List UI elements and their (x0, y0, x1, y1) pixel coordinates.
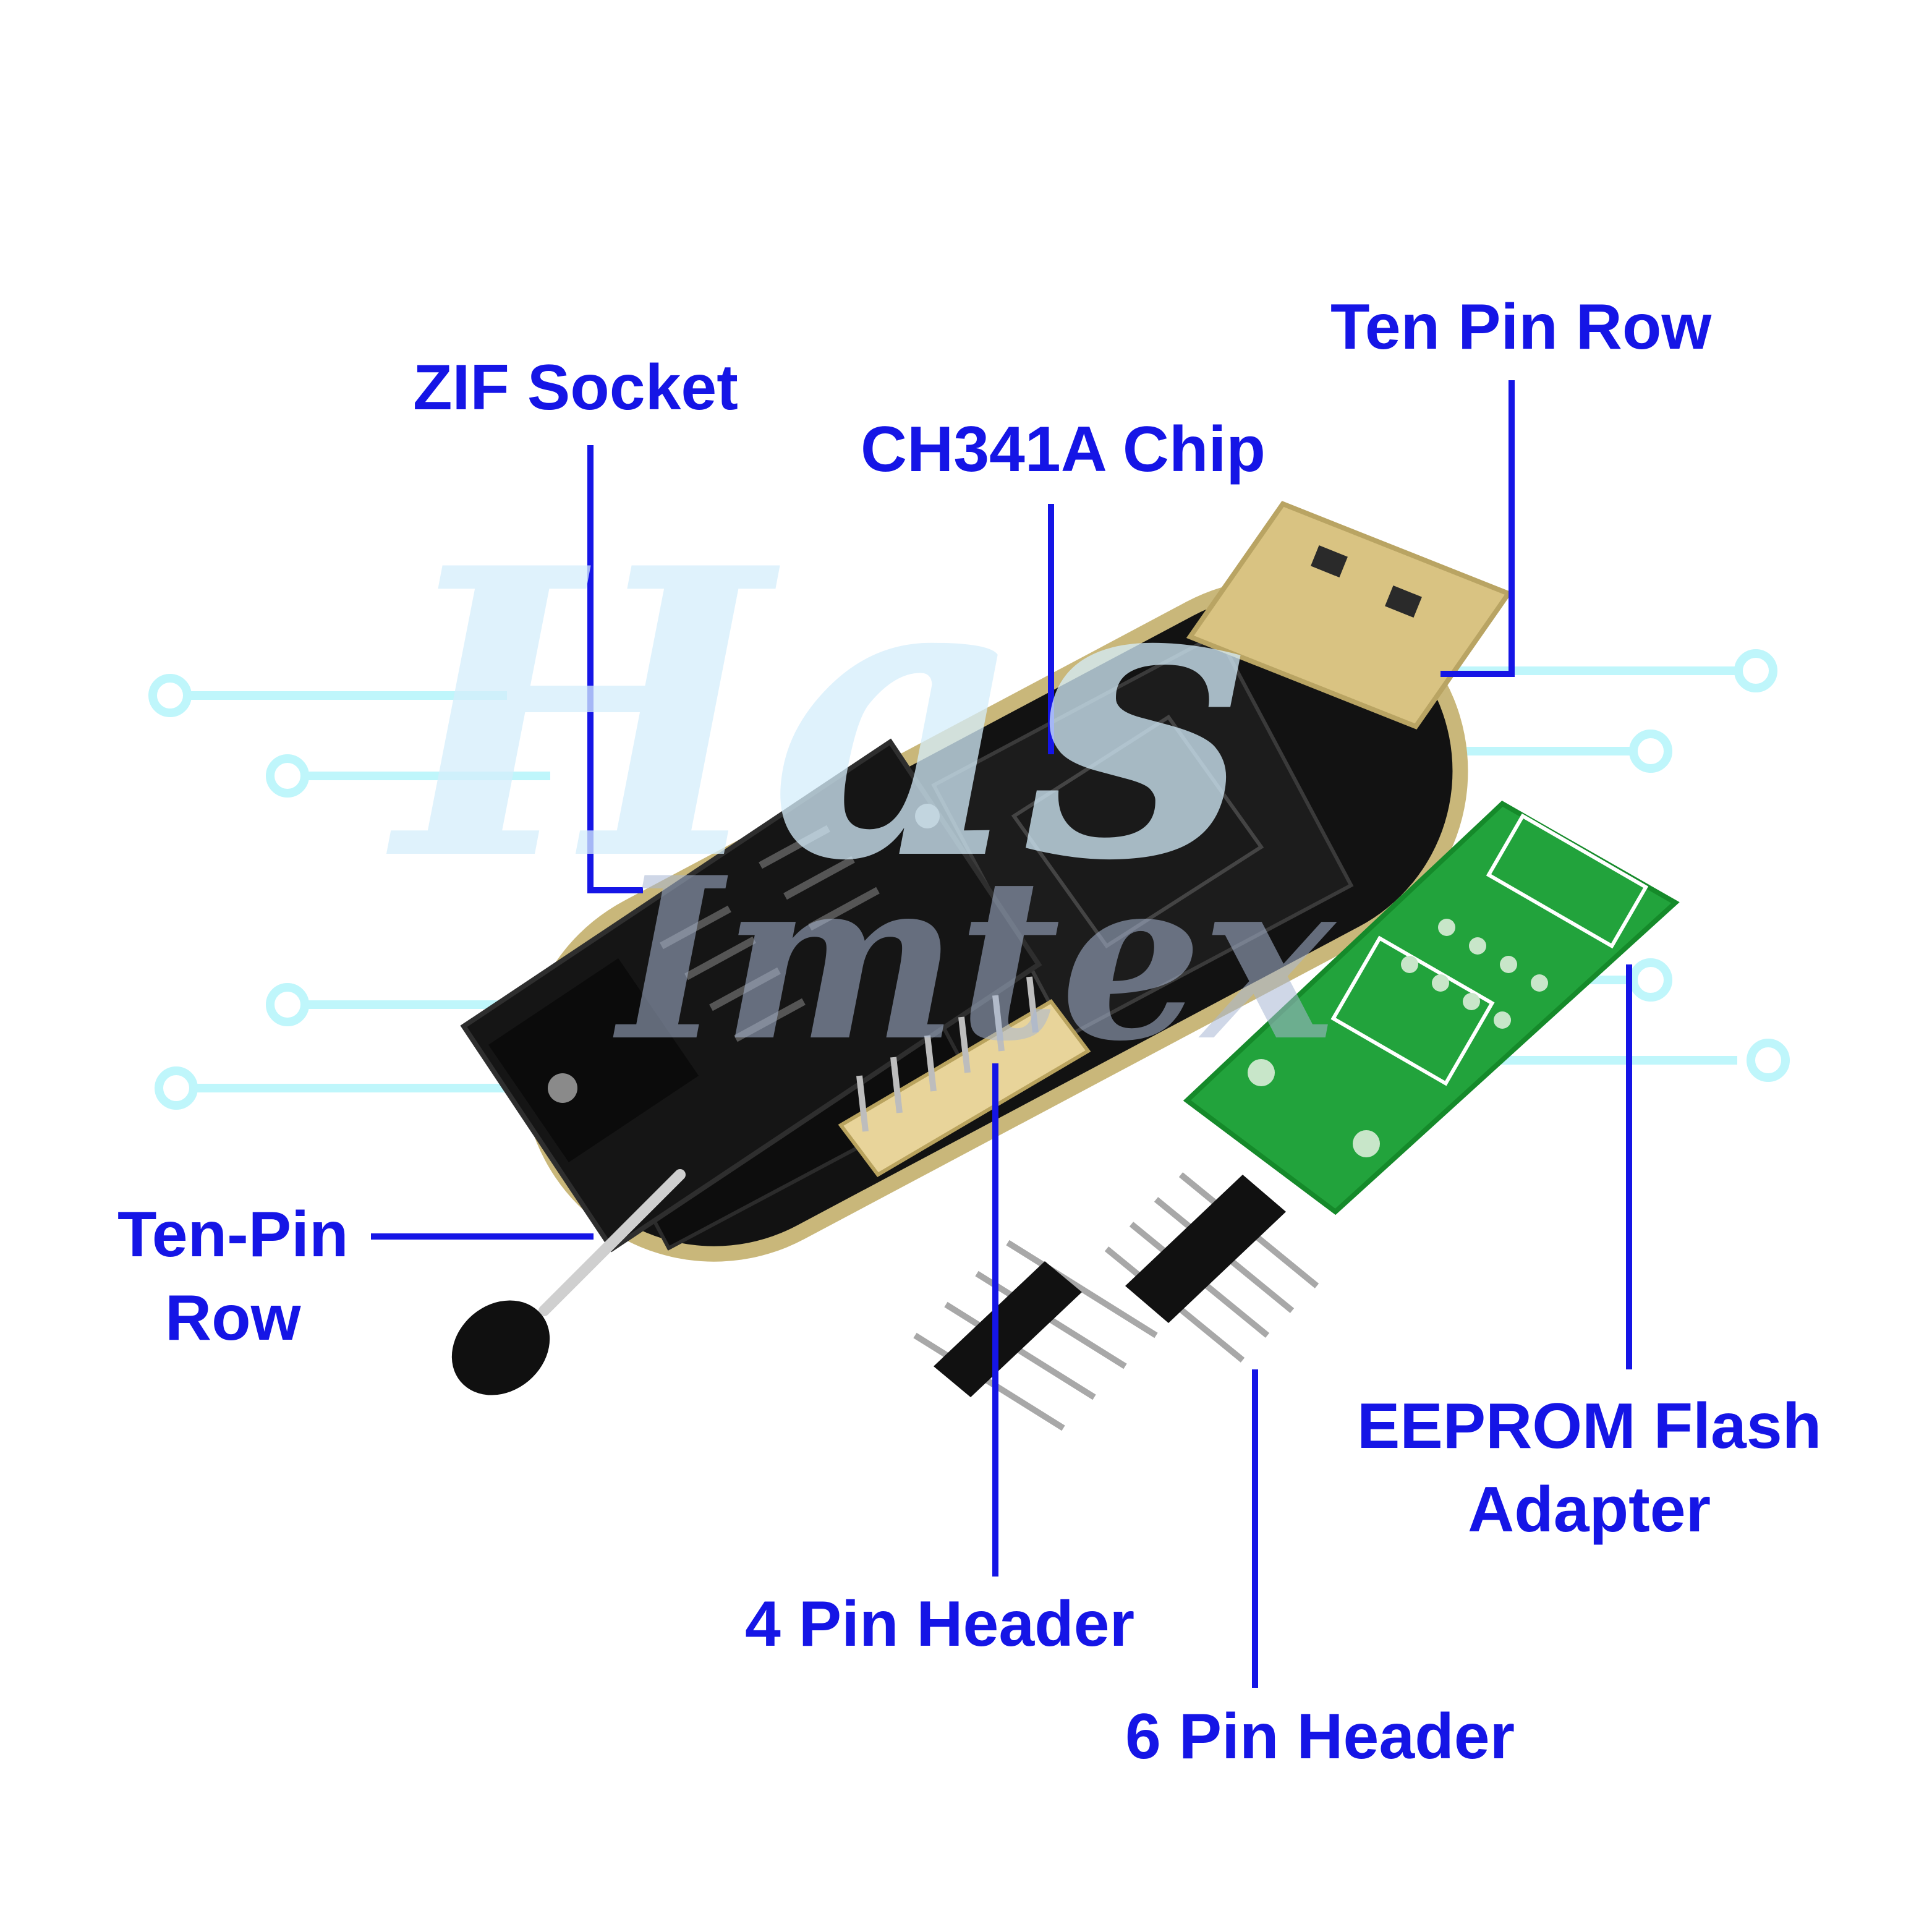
leader-ten-pin-row-top (1440, 380, 1515, 677)
label-ten-pin-row-top: Ten Pin Row (1330, 291, 1712, 363)
label-ten-pin-row-left: Ten-Pin Row (117, 1193, 349, 1360)
zif-lever (451, 1169, 686, 1395)
label-ten-pin-row-left-line2: Row (165, 1282, 301, 1355)
label-eeprom-adapter-line1: EEPROM Flash (1357, 1390, 1822, 1462)
label-eeprom-adapter: EEPROM Flash Adapter (1357, 1385, 1821, 1552)
label-ch341a-chip: CH341A Chip (861, 414, 1266, 485)
label-eeprom-adapter-line2: Adapter (1468, 1474, 1711, 1546)
ch341a-chip (1011, 714, 1264, 949)
label-ten-pin-row-left-line1: Ten-Pin (117, 1199, 349, 1270)
leader-zif-socket (587, 445, 643, 893)
zif-socket (460, 738, 1042, 1253)
eeprom-adapter-board (1183, 801, 1680, 1215)
leader-lines (371, 380, 1632, 1688)
label-zif-socket: ZIF Socket (413, 352, 738, 423)
board-pin-header (838, 976, 1091, 1177)
loose-6-pin-header (1104, 1172, 1319, 1363)
loose-4-pin-header (913, 1240, 1158, 1431)
label-4-pin-header: 4 Pin Header (745, 1588, 1135, 1660)
label-6-pin-header: 6 Pin Header (1125, 1701, 1515, 1772)
